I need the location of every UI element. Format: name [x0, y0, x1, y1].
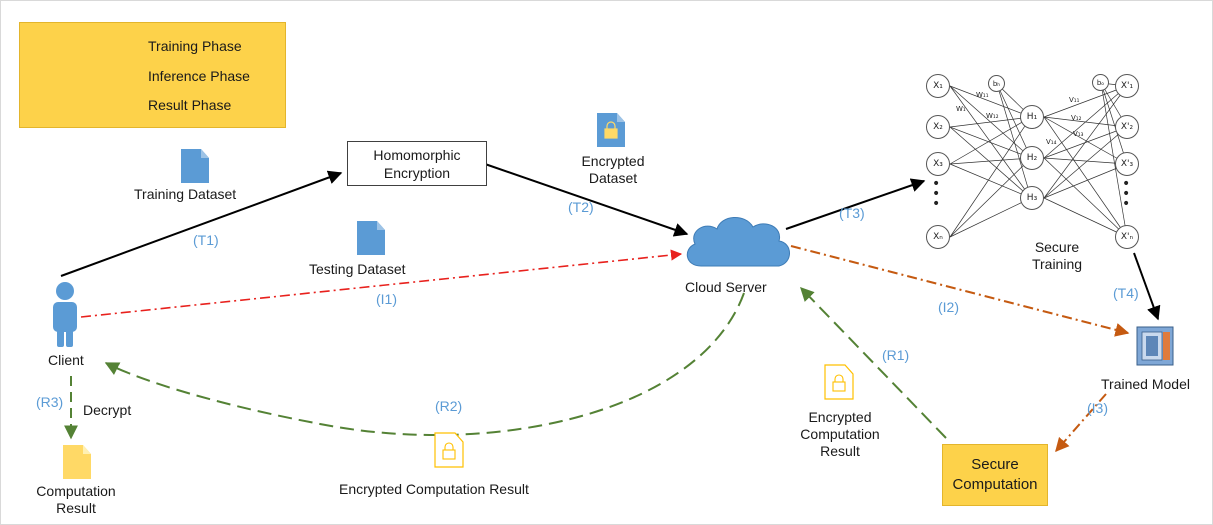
encrypted-dataset-line-1: Encrypted — [581, 153, 645, 169]
nn-input-node-n: Xₙ — [926, 225, 950, 249]
secure-training-label: Secure Training — [1031, 239, 1083, 273]
arrow-r1 — [800, 286, 947, 439]
nn-hidden-node-2: H₂ — [1020, 146, 1044, 170]
step-t2: (T2) — [568, 199, 594, 215]
trained-model-icon — [1136, 326, 1174, 366]
nn-bias-output: bₒ — [1092, 74, 1109, 91]
cloud-server-label: Cloud Server — [685, 279, 767, 295]
encrypted-computation-result-label: Encrypted Computation Result — [339, 481, 529, 497]
nn-weight-w11: W₁₁ — [976, 91, 989, 99]
nn-output-node-3: X'₃ — [1115, 152, 1139, 176]
nn-hidden-node-1: H₁ — [1020, 105, 1044, 129]
arrow-t4 — [1133, 252, 1161, 321]
encrypted-dataset-line-2: Dataset — [588, 170, 638, 186]
training-dataset-label: Training Dataset — [134, 186, 237, 202]
nn-input-node-1: X₁ — [926, 74, 950, 98]
computation-result-line-2: Result — [56, 500, 96, 516]
lock-icon-right — [832, 374, 846, 392]
step-r1: (R1) — [882, 347, 910, 363]
nn-weight-v14: V₁₄ — [1046, 138, 1057, 146]
secure-computation-box: Secure Computation — [942, 444, 1048, 506]
nn-output-ellipsis: • • • — [1122, 176, 1131, 212]
decrypt-label: Decrypt — [83, 402, 132, 418]
testing-dataset-label: Testing Dataset — [309, 261, 406, 277]
step-t4: (T4) — [1113, 285, 1139, 301]
legend-training-label: Training Phase — [148, 38, 242, 54]
client-label: Client — [48, 352, 84, 368]
nn-output-node-2: X'₂ — [1115, 115, 1139, 139]
enc-comp-line-3: Result — [820, 443, 860, 459]
computation-result-label: Computation Result — [21, 483, 131, 517]
step-t3: (T3) — [839, 205, 865, 221]
arrow-i3 — [1055, 393, 1107, 453]
step-i1: (I1) — [376, 291, 397, 307]
encrypted-dataset-label: Encrypted Dataset — [575, 153, 651, 187]
nn-input-ellipsis: • • • — [932, 176, 941, 212]
secure-training-line-1: Secure — [1034, 239, 1080, 255]
nn-weight-w1: W₁ — [956, 105, 966, 113]
homomorphic-encryption-box: Homomorphic Encryption — [347, 141, 487, 186]
lock-icon-dataset — [604, 121, 618, 139]
arrow-r2 — [104, 292, 745, 436]
nn-weight-w12: W₁₂ — [986, 112, 999, 120]
arrow-i2 — [790, 245, 1130, 337]
nn-input-node-2: X₂ — [926, 115, 950, 139]
cloud-icon — [686, 217, 790, 267]
nn-input-node-3: X₃ — [926, 152, 950, 176]
client-person-icon — [53, 282, 77, 347]
nn-output-node-1: X'₁ — [1115, 74, 1139, 98]
enc-comp-line-2: Computation — [800, 426, 880, 442]
nn-bias-hidden: bₕ — [988, 75, 1005, 92]
step-r2: (R2) — [435, 398, 463, 414]
arrow-t2 — [484, 163, 689, 237]
arrow-t1 — [60, 170, 343, 277]
nn-hidden-node-3: H₃ — [1020, 186, 1044, 210]
homomorphic-label: Homomorphic — [373, 146, 461, 163]
nn-weight-v13: V₁₃ — [1073, 130, 1084, 138]
secure-computation-label-1: Secure — [971, 456, 1019, 473]
legend: Training Phase Inference Phase Result Ph… — [19, 22, 286, 128]
arrow-t3 — [785, 178, 926, 230]
trained-model-label: Trained Model — [1101, 376, 1190, 392]
nn-edges — [949, 82, 1128, 238]
step-i3: (I3) — [1087, 400, 1108, 416]
secure-training-line-2: Training — [1031, 256, 1083, 272]
nn-output-node-n: X'ₙ — [1115, 225, 1139, 249]
encryption-label: Encryption — [383, 164, 451, 181]
step-i2: (I2) — [938, 299, 959, 315]
legend-inference-label: Inference Phase — [148, 68, 250, 84]
computation-result-line-1: Computation — [36, 483, 116, 499]
lock-icon-left — [442, 442, 456, 460]
nn-weight-v11: V₁₁ — [1069, 96, 1080, 104]
arrow-i1 — [80, 249, 683, 318]
enc-comp-line-1: Encrypted — [808, 409, 872, 425]
nn-weight-v12: V₁₂ — [1071, 114, 1082, 122]
step-t1: (T1) — [193, 232, 219, 248]
encrypted-computation-result-stack: Encrypted Computation Result — [793, 409, 887, 460]
secure-computation-label-2: Computation — [952, 476, 1038, 493]
legend-result-label: Result Phase — [148, 97, 232, 113]
step-r3: (R3) — [36, 394, 64, 410]
